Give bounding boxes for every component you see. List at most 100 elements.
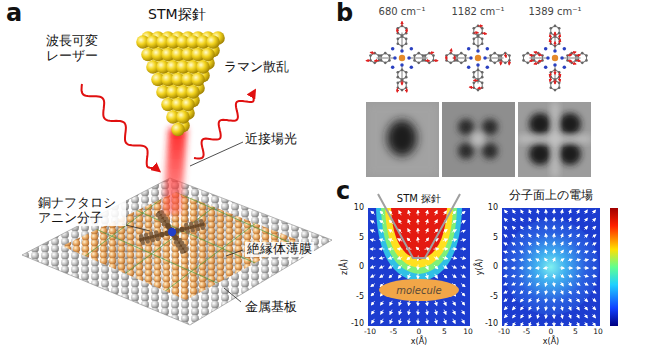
field-arrow	[553, 322, 554, 326]
field-arrow	[553, 242, 555, 246]
field-arrow	[435, 211, 437, 216]
field-arrow	[512, 283, 516, 285]
field-arrow	[536, 259, 540, 261]
carbon-atom	[500, 54, 503, 57]
carbon-atom	[396, 71, 399, 74]
annotation-label: ラマン散乱	[224, 60, 289, 75]
carbon-atom	[460, 62, 463, 65]
displacement-arrow	[482, 33, 486, 35]
benzene-ring	[398, 70, 406, 80]
field-arrow	[561, 282, 563, 286]
displacement-arrow	[406, 29, 408, 33]
carbon-atom	[508, 54, 511, 57]
field-arrow	[593, 218, 596, 221]
nitrogen-atom	[544, 47, 548, 51]
benzene-ring	[398, 36, 406, 46]
field-arrow	[399, 220, 402, 224]
field-arrow	[435, 274, 438, 278]
benzene-ring	[381, 53, 389, 63]
field-arrow	[434, 257, 439, 259]
field-arrow	[426, 301, 428, 306]
nitrogen-atom	[393, 56, 397, 60]
nitrogen-atom	[467, 47, 471, 51]
field-arrow	[592, 251, 596, 252]
field-arrow	[408, 229, 410, 233]
field-arrow	[584, 275, 588, 276]
gold-atom	[176, 110, 190, 124]
field-arrow	[381, 319, 383, 323]
carbon-atom	[472, 76, 475, 79]
field-arrow	[504, 299, 508, 302]
field-arrow	[529, 234, 531, 238]
field-arrow	[452, 239, 457, 240]
carbon-atom	[481, 42, 484, 45]
field-arrow	[585, 226, 588, 229]
carbon-atom	[405, 38, 408, 41]
carbon-atom	[401, 45, 404, 48]
field-arrow	[545, 322, 546, 326]
field-arrow	[529, 242, 532, 245]
displacement-arrow	[366, 60, 370, 61]
field-arrow	[521, 314, 523, 318]
field-arrow	[371, 257, 376, 259]
tick-label: 0	[549, 328, 554, 337]
benzene-ring	[474, 26, 482, 36]
field-arrow	[545, 306, 547, 310]
field-arrow	[553, 290, 555, 294]
field-arrow	[577, 322, 579, 326]
raman-image	[442, 102, 515, 177]
field-arrow	[569, 306, 571, 310]
field-arrow	[504, 275, 508, 277]
field-arrow	[453, 301, 456, 305]
field-arrow	[537, 306, 538, 310]
field-arrow	[504, 259, 508, 261]
benzene-ring	[534, 53, 542, 63]
field-arrow	[380, 239, 385, 240]
field-arrow	[452, 275, 456, 278]
field-arrow	[536, 275, 540, 278]
displacement-arrow	[534, 52, 538, 53]
field-arrow	[371, 266, 376, 268]
field-arrow	[435, 319, 436, 324]
carbon-atom	[396, 38, 399, 41]
carbon-atom	[405, 71, 408, 74]
field-arrow	[520, 251, 524, 253]
molecule-structure	[445, 25, 511, 92]
annotation-label: 絶縁体薄膜	[245, 242, 314, 257]
field-arrow	[389, 239, 394, 241]
field-arrow	[584, 243, 588, 245]
nitrogen-atom	[391, 66, 395, 70]
field-arrow	[592, 259, 596, 261]
field-arrow	[545, 226, 547, 230]
laser-wave	[82, 84, 159, 170]
field-arrow	[371, 221, 375, 224]
field-arrow	[561, 210, 563, 214]
field-arrow	[537, 226, 538, 230]
nitrogen-atom	[544, 66, 548, 70]
carbon-atom	[481, 82, 484, 85]
field-arrow	[529, 298, 531, 302]
field-arrow	[545, 234, 547, 238]
field-arrow	[520, 283, 524, 285]
field-arrow	[568, 283, 571, 286]
field-arrow	[561, 242, 563, 246]
field-arrow	[592, 275, 596, 277]
nitrogen-atom	[476, 49, 480, 53]
field-arrow	[504, 227, 507, 230]
displacement-arrow	[401, 21, 402, 25]
carbon-atom	[558, 27, 561, 30]
carbon-atom	[558, 82, 561, 85]
displacement-arrow	[568, 60, 572, 62]
tick-label: -5	[390, 328, 397, 337]
carbon-atom	[384, 52, 387, 55]
gold-atom	[181, 98, 195, 112]
nitrogen-atom	[560, 56, 564, 60]
field-arrow	[389, 266, 393, 269]
field-arrow	[434, 248, 439, 249]
molecule-atom	[179, 227, 185, 233]
field-arrow	[512, 235, 515, 238]
displacement-arrow	[576, 55, 580, 57]
carbon-atom	[585, 54, 588, 57]
field-arrow	[461, 275, 465, 278]
carbon-atom	[558, 86, 561, 89]
